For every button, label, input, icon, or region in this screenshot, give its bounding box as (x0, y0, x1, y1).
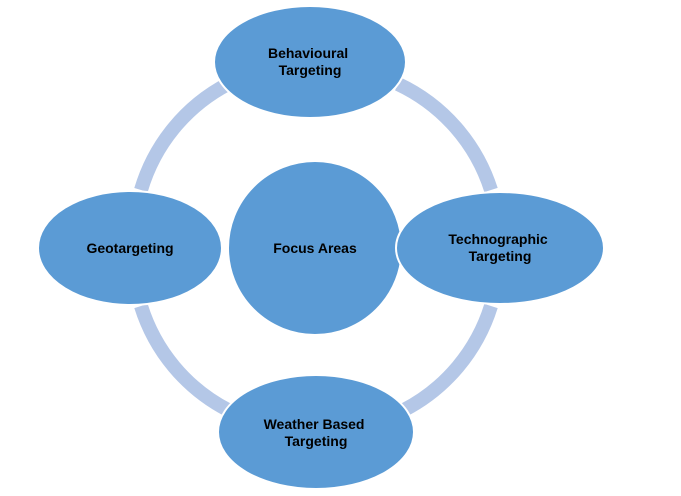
node-technographic-targeting: Technographic Targeting (395, 191, 605, 305)
node-behavioural-targeting-label-line-2: Targeting (279, 62, 342, 78)
node-behavioural-targeting: Behavioural Targeting (213, 5, 407, 119)
node-technographic-targeting-shape (395, 191, 605, 305)
node-weather-based-targeting-label: Weather Based Targeting (264, 416, 369, 449)
node-weather-based-targeting-label-line-1: Weather Based (264, 416, 365, 432)
node-geotargeting: Geotargeting (37, 190, 223, 306)
center-node: Focus Areas (227, 160, 403, 336)
node-weather-based-targeting-label-line-2: Targeting (285, 433, 348, 449)
node-geotargeting-label-line-1: Geotargeting (86, 240, 173, 256)
node-geotargeting-shape (37, 190, 223, 306)
ring-arc-right-bottom (400, 303, 498, 417)
node-technographic-targeting-label-line-2: Targeting (469, 248, 532, 264)
node-geotargeting-label: Geotargeting (86, 240, 173, 256)
node-weather-based-targeting: Weather Based Targeting (217, 374, 415, 490)
node-behavioural-targeting-label: Behavioural Targeting (268, 45, 352, 78)
node-weather-based-targeting-shape (217, 374, 415, 490)
node-behavioural-targeting-label-line-1: Behavioural (268, 45, 348, 61)
ring-arc-left-top (134, 77, 232, 193)
center-node-label-line-1: Focus Areas (273, 240, 357, 256)
ring-arc-bottom-left (134, 303, 232, 417)
node-technographic-targeting-label: Technographic Targeting (448, 231, 551, 264)
node-behavioural-targeting-shape (213, 5, 407, 119)
ring-arc-top-right (394, 77, 498, 193)
node-technographic-targeting-label-line-1: Technographic (448, 231, 548, 247)
center-node-label: Focus Areas (273, 240, 357, 256)
